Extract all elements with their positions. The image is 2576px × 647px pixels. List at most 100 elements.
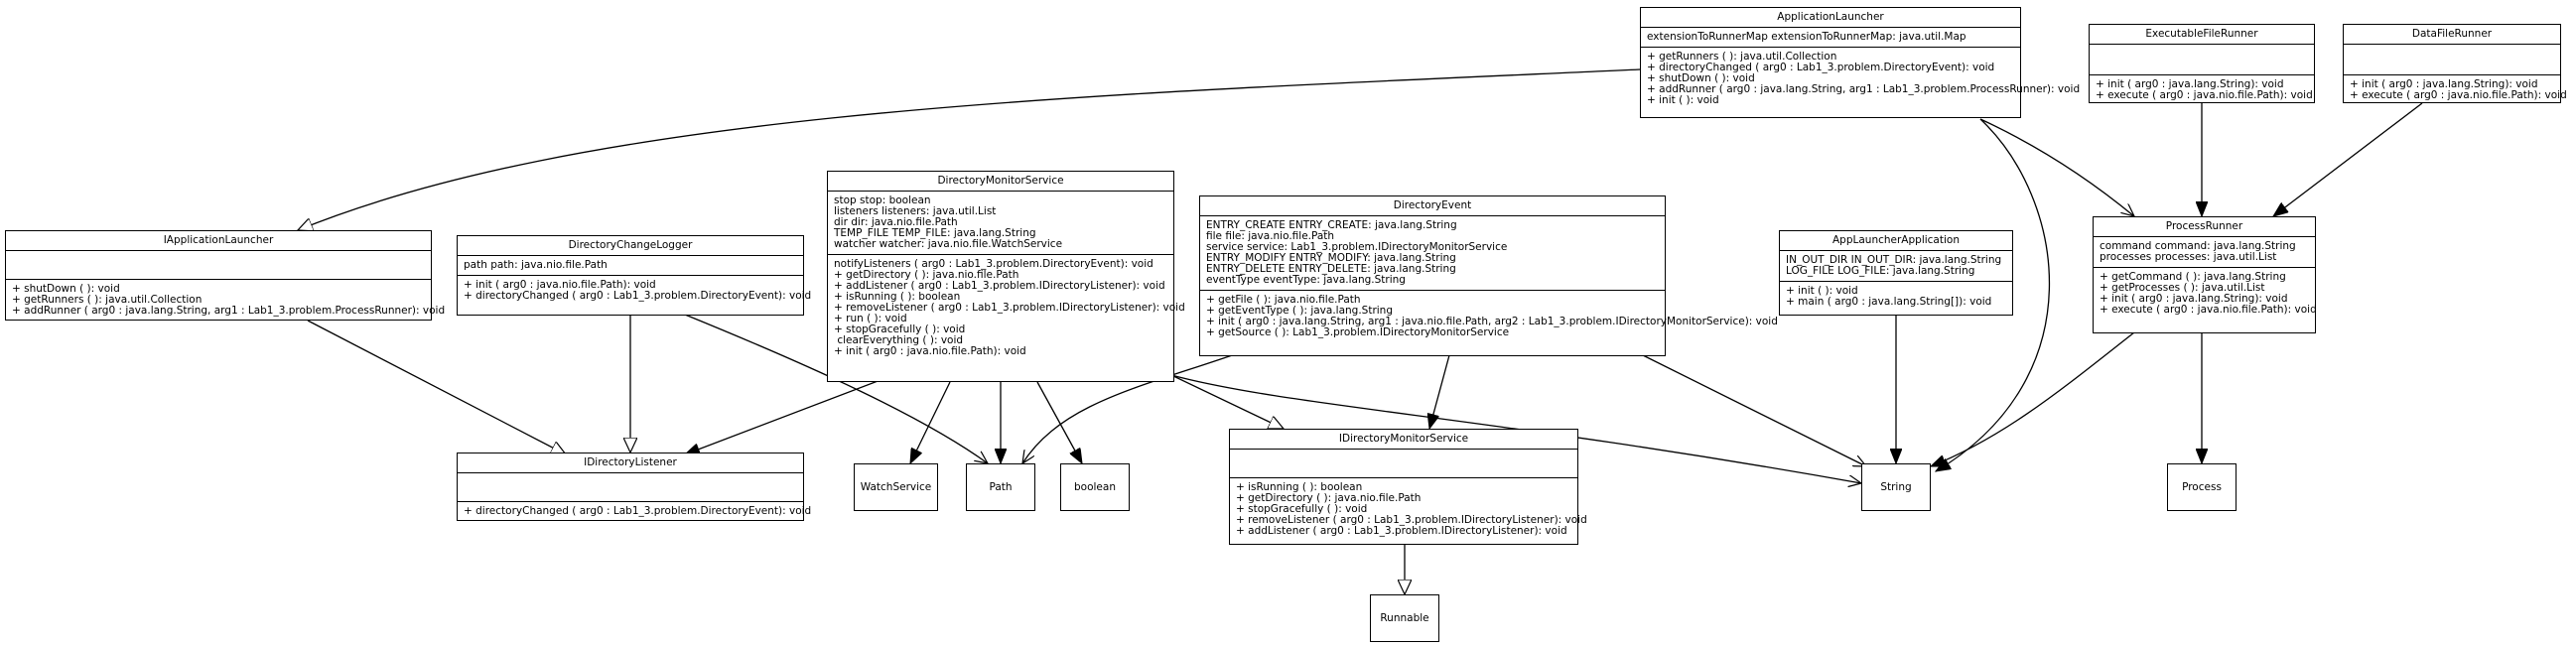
type-watch-service: WatchService: [854, 463, 938, 511]
method: + init ( ): void: [1786, 285, 1858, 297]
attributes-section: extensionToRunnerMap extensionToRunnerMa…: [1641, 27, 2020, 47]
method: + stopGracefully ( ): void: [834, 324, 966, 335]
attribute: listeners listeners: java.util.List: [834, 205, 997, 217]
method: + getCommand ( ): java.lang.String: [2100, 271, 2286, 283]
attribute: IN_OUT_DIR IN_OUT_DIR: java.lang.String: [1786, 254, 2002, 266]
method: + init ( arg0 : java.lang.String): void: [2096, 78, 2284, 90]
method: + getProcesses ( ): java.util.List: [2100, 282, 2265, 294]
class-name: IDirectoryMonitorService: [1338, 433, 1469, 445]
class-app-launcher-application: AppLauncherApplication IN_OUT_DIR IN_OUT…: [1779, 230, 2013, 316]
class-name: IApplicationLauncher: [163, 234, 274, 246]
class-directory-event: DirectoryEvent ENTRY_CREATE ENTRY_CREATE…: [1199, 195, 1778, 356]
edge-applauncher-string: [1936, 118, 2051, 471]
attribute: ENTRY_DELETE ENTRY_DELETE: java.lang.Str…: [1206, 263, 1456, 275]
method: + getSource ( ): Lab1_3.problem.IDirecto…: [1206, 326, 1510, 338]
class-name: DirectoryChangeLogger: [568, 239, 693, 251]
method: + addListener ( arg0 : Lab1_3.problem.ID…: [1236, 525, 1567, 537]
method: + execute ( arg0 : java.nio.file.Path): …: [2350, 89, 2567, 101]
attribute: ENTRY_MODIFY ENTRY_MODIFY: java.lang.Str…: [1206, 252, 1456, 264]
method: + addRunner ( arg0 : java.lang.String, a…: [1647, 83, 2081, 95]
method: + removeListener ( arg0 : Lab1_3.problem…: [1236, 514, 1587, 526]
attribute: service service: Lab1_3.problem.IDirecto…: [1206, 241, 1508, 253]
method: + getDirectory ( ): java.nio.file.Path: [1236, 492, 1422, 504]
attributes-section: [1230, 449, 1577, 477]
attribute: command command: java.lang.String: [2100, 240, 2296, 252]
attributes-section: [6, 250, 431, 279]
method: + removeListener ( arg0 : Lab1_3.problem…: [834, 302, 1185, 314]
edge-processrunner-string: [1931, 331, 2135, 467]
attribute: watcher watcher: java.nio.file.WatchServ…: [834, 238, 1063, 250]
method: + init ( arg0 : java.lang.String): void: [2100, 293, 2288, 305]
methods-section: + isRunning ( ): boolean + getDirectory …: [1230, 477, 1587, 541]
methods-section: + getRunners ( ): java.util.Collection +…: [1641, 47, 2081, 110]
method: + directoryChanged ( arg0 : Lab1_3.probl…: [1647, 62, 1995, 73]
class-data-file-runner: DataFileRunner + init ( arg0 : java.lang…: [2343, 24, 2567, 105]
attributes-section: path path: java.nio.file.Path: [458, 255, 803, 275]
method: + init ( arg0 : java.lang.String, arg1 :…: [1206, 316, 1778, 327]
method: + directoryChanged ( arg0 : Lab1_3.probl…: [464, 290, 812, 302]
class-name: DirectoryEvent: [1393, 199, 1472, 211]
class-application-launcher: ApplicationLauncher extensionToRunnerMap…: [1640, 7, 2081, 118]
class-i-directory-monitor-service: IDirectoryMonitorService + isRunning ( )…: [1229, 429, 1587, 545]
attributes-section: [458, 472, 803, 501]
method: + getRunners ( ): java.util.Collection: [12, 294, 203, 306]
attributes-section: [2090, 44, 2314, 74]
methods-section: + init ( arg0 : java.nio.file.Path): voi…: [458, 275, 812, 306]
method: + init ( arg0 : java.nio.file.Path): voi…: [834, 345, 1026, 357]
method: notifyListeners ( arg0 : Lab1_3.problem.…: [834, 258, 1153, 270]
methods-section: + init ( ): void + main ( arg0 : java.la…: [1780, 281, 2012, 312]
class-directory-monitor-service: DirectoryMonitorService stop stop: boole…: [827, 171, 1185, 382]
class-name: IDirectoryListener: [584, 456, 677, 468]
class-executable-file-runner: ExecutableFileRunner + init ( arg0 : jav…: [2089, 24, 2315, 103]
attribute: stop stop: boolean: [834, 194, 931, 206]
method: + execute ( arg0 : java.nio.file.Path): …: [2096, 89, 2313, 101]
method: + getRunners ( ): java.util.Collection: [1647, 51, 1837, 63]
methods-section: + init ( arg0 : java.lang.String): void …: [2090, 74, 2314, 105]
method: + run ( ): void: [834, 313, 907, 324]
class-name: ExecutableFileRunner: [2145, 28, 2258, 40]
method: + addListener ( arg0 : Lab1_3.problem.ID…: [834, 280, 1165, 292]
method: + getDirectory ( ): java.nio.file.Path: [834, 269, 1019, 281]
method: + init ( ): void: [1647, 94, 1719, 106]
method: + shutDown ( ): void: [12, 283, 120, 295]
edge-directoryevent-idms: [1429, 354, 1450, 429]
edge-dirlogger-path: [684, 314, 988, 463]
attributes-section: IN_OUT_DIR IN_OUT_DIR: java.lang.String …: [1780, 250, 2012, 281]
type-string: String: [1861, 463, 1931, 511]
class-name: AppLauncherApplication: [1832, 234, 1960, 246]
methods-section: notifyListeners ( arg0 : Lab1_3.problem.…: [828, 254, 1185, 361]
attribute: dir dir: java.nio.file.Path: [834, 216, 958, 228]
methods-section: + getFile ( ): java.nio.file.Path + getE…: [1200, 290, 1778, 342]
method: clearEverything ( ): void: [834, 334, 964, 346]
edge-applauncher-processrunner: [1979, 118, 2134, 216]
methods-section: + init ( arg0 : java.lang.String): void …: [2344, 74, 2567, 105]
edge-dms-idirlistener: [685, 374, 894, 454]
attributes-section: command command: java.lang.String proces…: [2094, 236, 2315, 267]
edge-dms-watchservice: [910, 381, 951, 463]
type-process: Process: [2167, 463, 2237, 511]
method: + isRunning ( ): boolean: [834, 291, 961, 303]
attributes-section: stop stop: boolean listeners listeners: …: [828, 191, 1173, 254]
class-name: DataFileRunner: [2411, 28, 2493, 40]
edge-datarunner-processrunner: [2273, 102, 2423, 216]
method: + addRunner ( arg0 : java.lang.String, a…: [12, 305, 446, 317]
attribute: extensionToRunnerMap extensionToRunnerMa…: [1647, 31, 1966, 43]
attribute: ENTRY_CREATE ENTRY_CREATE: java.lang.Str…: [1206, 219, 1457, 231]
type-path: Path: [966, 463, 1035, 511]
method: + getFile ( ): java.nio.file.Path: [1206, 294, 1361, 306]
edge-iapplauncher-idirlistener: [307, 320, 566, 454]
methods-section: + shutDown ( ): void + getRunners ( ): j…: [6, 279, 446, 321]
method: + init ( arg0 : java.nio.file.Path): voi…: [464, 279, 656, 291]
method: + execute ( arg0 : java.nio.file.Path): …: [2100, 304, 2317, 316]
method: + getEventType ( ): java.lang.String: [1206, 305, 1394, 317]
type-runnable: Runnable: [1370, 594, 1439, 642]
class-directory-change-logger: DirectoryChangeLogger path path: java.ni…: [457, 235, 812, 316]
attributes-section: [2344, 44, 2560, 74]
edge-directoryevent-path: [1022, 351, 1242, 463]
method: + isRunning ( ): boolean: [1236, 481, 1363, 493]
edge-dms-string: [1170, 374, 1861, 483]
edge-dms-boolean: [1036, 381, 1082, 463]
methods-section: + getCommand ( ): java.lang.String + get…: [2094, 267, 2317, 320]
edge-applauncher-iapplauncher: [298, 68, 1641, 230]
